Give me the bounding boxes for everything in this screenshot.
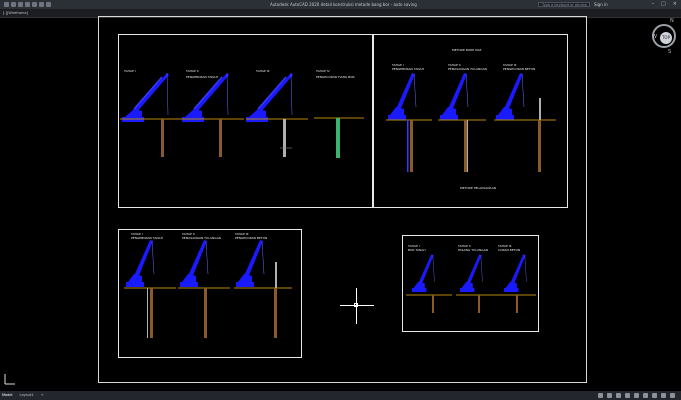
- vp3-label-3: TAHAP III: [235, 232, 249, 236]
- vp1-pile-1: [161, 119, 164, 157]
- vp2-label-3: TAHAP III: [503, 63, 517, 67]
- vp3-pile-1: [150, 288, 153, 338]
- status-bar: Model Layout1 +: [0, 391, 681, 400]
- vp4-label-3: TAHAP III: [498, 244, 512, 248]
- vp1-stage-1-crane: [121, 72, 170, 123]
- vp3-stage-3-crane: [235, 239, 265, 288]
- vp3-sub-1: PENGEBORAN TANAH: [131, 236, 163, 240]
- vp3-stage-1-crane: [125, 239, 155, 288]
- viewport-label[interactable]: [-][Wireframe]: [3, 11, 28, 15]
- compass-west-label: W: [652, 34, 657, 40]
- viewport-controls[interactable]: [-][Wireframe]: [0, 9, 681, 18]
- quick-access-toolbar[interactable]: [4, 2, 51, 7]
- vp2-sub-2: PEMASANGAN TULANGAN: [448, 67, 487, 71]
- ucs-icon: [4, 374, 15, 385]
- vp2-sub-3: PENGECORAN BETON: [503, 67, 536, 71]
- vp4-pile-3: [516, 295, 518, 313]
- viewport-3[interactable]: [118, 229, 302, 358]
- layout-paper-border: [98, 16, 587, 383]
- vp3-pile-2: [204, 288, 207, 338]
- vp1-pile-3: [283, 119, 286, 157]
- vp1-pile-2: [219, 119, 222, 157]
- vp1-stage-3-crane: [245, 72, 294, 123]
- status-toggles[interactable]: [598, 393, 675, 398]
- vp2-label-2: TAHAP II: [448, 63, 461, 67]
- vp4-stage-3-crane: [503, 254, 527, 293]
- window-controls: – □ ×: [652, 0, 677, 9]
- vp1-label-2: TAHAP II: [186, 69, 199, 73]
- vp2-pile-2: [464, 120, 467, 172]
- sign-in-button[interactable]: Sign in: [594, 2, 608, 7]
- redo-icon[interactable]: [39, 2, 44, 7]
- save-icon[interactable]: [25, 2, 30, 7]
- vp2-pile-3: [538, 120, 541, 172]
- vp2-pile-1: [410, 120, 413, 172]
- snap-icon[interactable]: [607, 393, 612, 398]
- vp1-label-3: TAHAP III: [256, 69, 270, 73]
- customize-menu-icon[interactable]: [670, 393, 675, 398]
- viewport-1[interactable]: [118, 34, 373, 208]
- vp4-sub-3: CORAN BETON: [498, 248, 521, 252]
- tab-layout1[interactable]: Layout1: [19, 393, 34, 397]
- minimize-icon[interactable]: –: [651, 1, 655, 7]
- osnap-icon[interactable]: [634, 393, 639, 398]
- vp1-label-4: TAHAP IV: [316, 69, 330, 73]
- app-menu-icon[interactable]: [4, 2, 9, 7]
- vp2-stage-2-crane: [439, 72, 469, 121]
- vp2-stage-3-crane: [495, 72, 525, 121]
- vp4-label-2: TAHAP II: [458, 244, 471, 248]
- vp3-label-2: TAHAP II: [182, 232, 195, 236]
- vp3-sub-2: PEMASANGAN TULANGAN: [182, 236, 221, 240]
- vp2-sub-1: PENGEBORAN TANAH: [392, 67, 424, 71]
- layout-tabs[interactable]: Model Layout1 +: [2, 391, 44, 400]
- compass-south-label: S: [668, 49, 672, 55]
- vp4-sub-2: PASANG TULANGAN: [458, 248, 488, 252]
- cursor-pickbox: [354, 303, 358, 307]
- vp4-stage-1-crane: [411, 254, 435, 293]
- undo-icon[interactable]: [32, 2, 37, 7]
- vp4-label-1: TAHAP I: [408, 244, 420, 248]
- vp4-pile-2: [478, 295, 480, 313]
- vp3-sub-3: PENGECORAN BETON: [235, 236, 268, 240]
- add-layout-icon[interactable]: +: [40, 393, 44, 397]
- vp1-label-1: TAHAP I: [124, 69, 136, 73]
- vp4-sub-1: BOR TANAH: [408, 248, 426, 252]
- vp2-label-1: TAHAP I: [392, 63, 404, 67]
- title-bar: Autodesk AutoCAD 2020 detail konstruksi …: [0, 0, 681, 9]
- vp4-pile-1: [432, 295, 434, 313]
- tab-model[interactable]: Model: [2, 393, 13, 397]
- vp1-sub-4: PENGECORAN TIANG BOR: [316, 75, 355, 79]
- ortho-icon[interactable]: [616, 393, 621, 398]
- vp2-heading: METODE BORE PILE: [452, 48, 482, 52]
- lineweight-icon[interactable]: [643, 393, 648, 398]
- viewport-2[interactable]: [373, 34, 568, 208]
- polar-icon[interactable]: [625, 393, 630, 398]
- vp1-pile-4: [336, 118, 340, 158]
- plot-icon[interactable]: [46, 2, 51, 7]
- annotation-scale-icon[interactable]: [652, 393, 657, 398]
- vp1-sub-2: PENGEBORAN TANAH: [186, 75, 218, 79]
- window-title: Autodesk AutoCAD 2020 detail konstruksi …: [270, 2, 417, 7]
- viewcube-compass-icon[interactable]: [650, 22, 678, 50]
- vp3-label-1: TAHAP I: [131, 232, 143, 236]
- vp2-footer: METODE PELAKSANAAN: [460, 186, 496, 190]
- close-icon[interactable]: ×: [672, 1, 677, 7]
- viewcube-top-face[interactable]: TOP: [660, 32, 672, 44]
- vp1-stage-2-crane: [181, 72, 230, 123]
- vp4-stage-2-crane: [459, 254, 483, 293]
- grid-icon[interactable]: [598, 393, 603, 398]
- search-input[interactable]: Type a keyword or phrase: [538, 2, 590, 7]
- new-icon[interactable]: [11, 2, 16, 7]
- compass-north-label: N: [670, 18, 674, 24]
- maximize-icon[interactable]: □: [661, 1, 666, 7]
- open-icon[interactable]: [18, 2, 23, 7]
- viewport-4[interactable]: [402, 235, 539, 332]
- vp3-stage-2-crane: [179, 239, 209, 288]
- vp2-stage-1-crane: [387, 72, 417, 121]
- workspace-gear-icon[interactable]: [661, 393, 666, 398]
- vp3-pile-3: [274, 288, 277, 338]
